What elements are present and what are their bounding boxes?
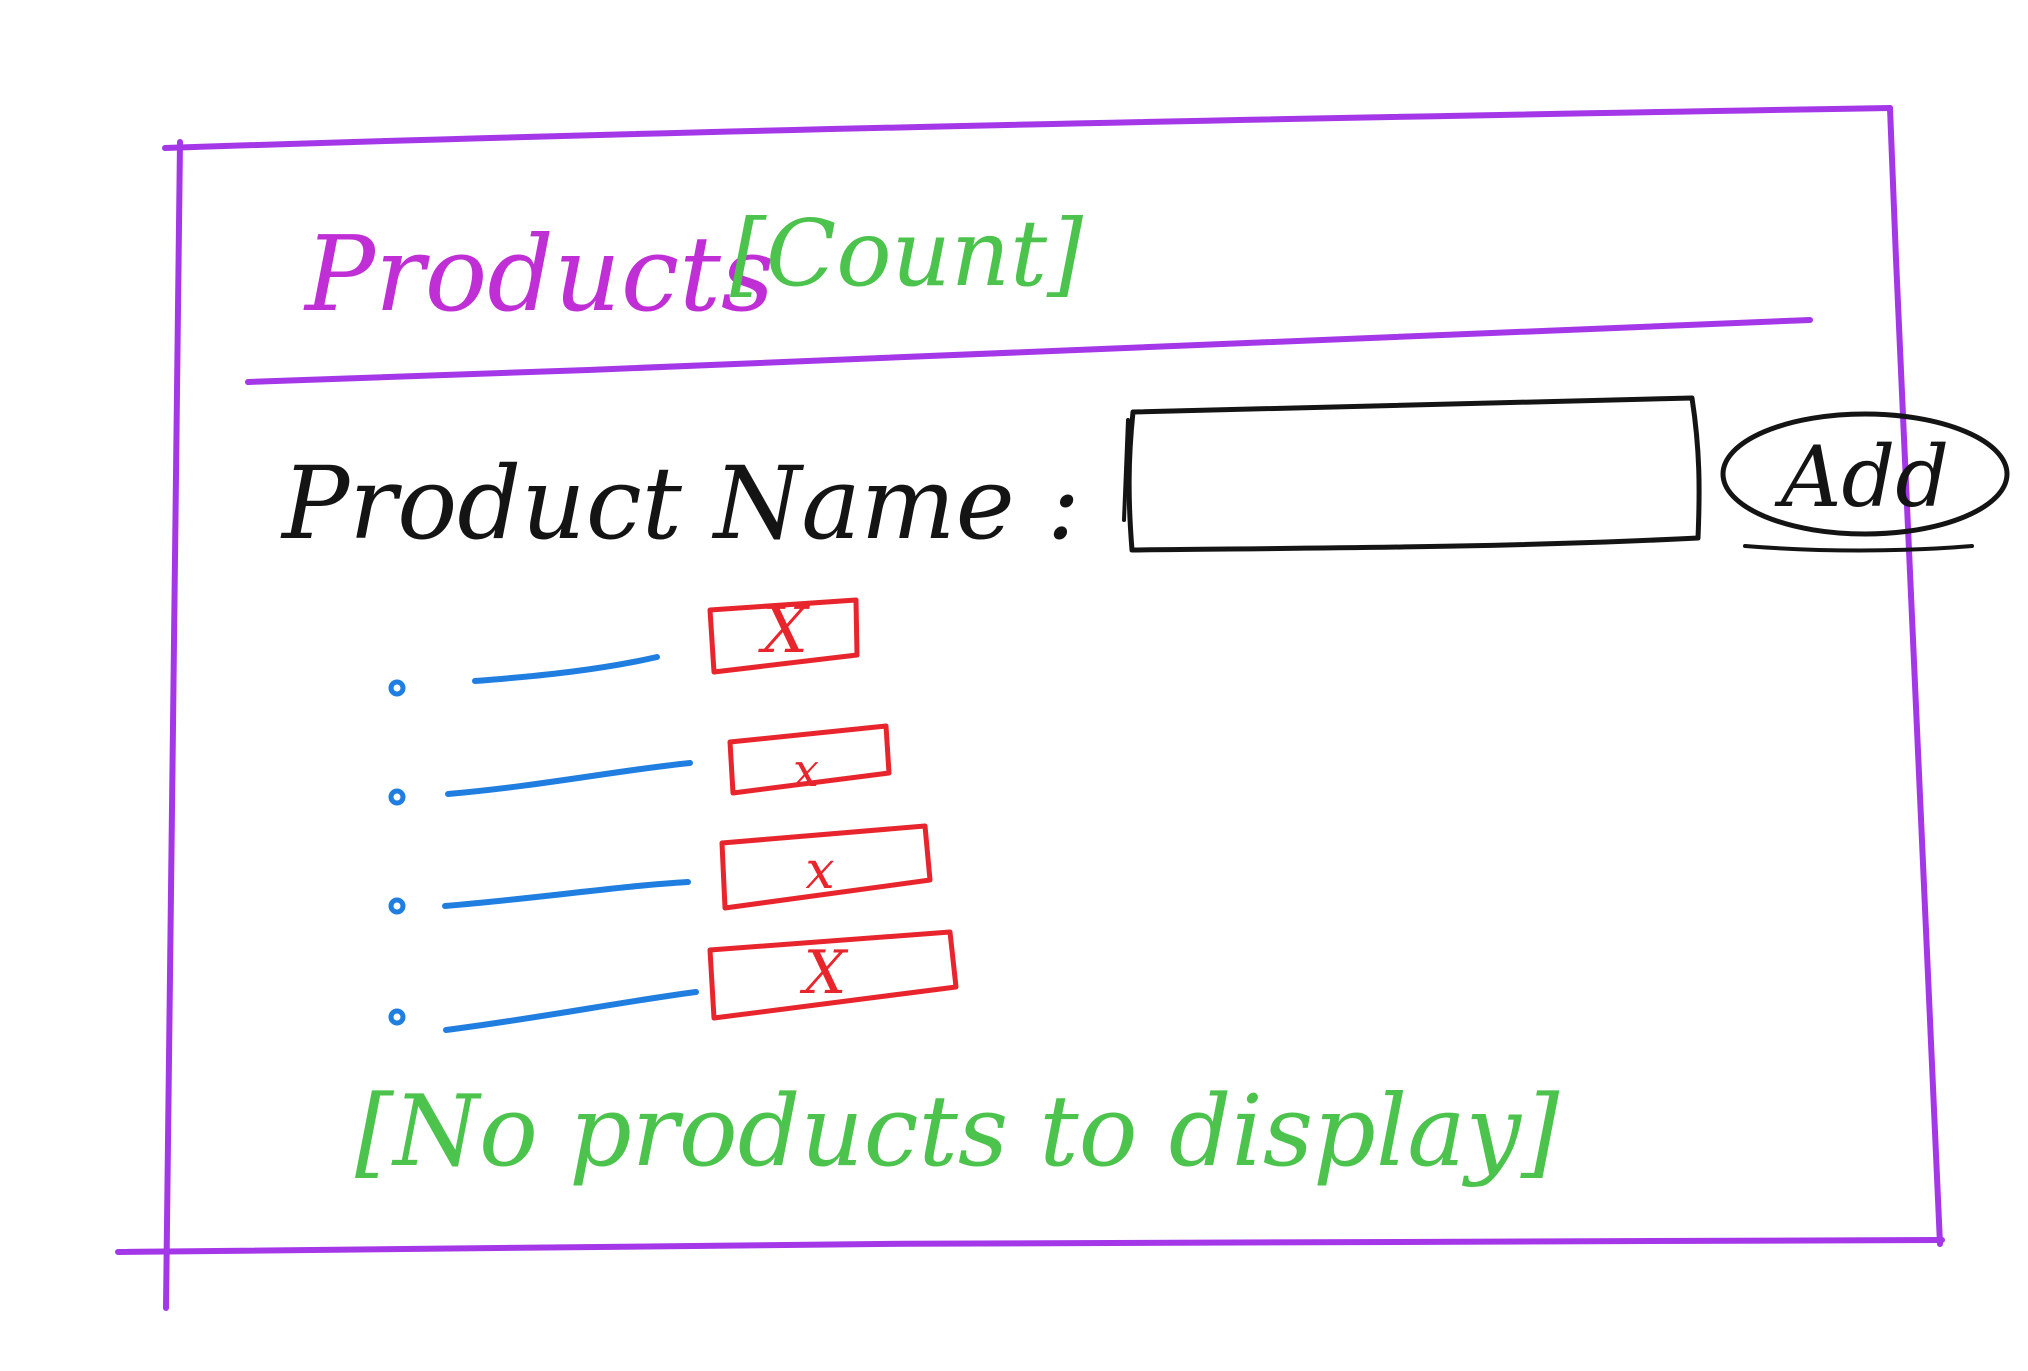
- delete-button-outline: [719, 823, 933, 911]
- delete-button-outline: [727, 723, 892, 796]
- empty-state-message: [No products to display]: [355, 1075, 1560, 1189]
- add-button-label: Add: [1774, 428, 1949, 526]
- product-name-placeholder-line: [445, 760, 693, 797]
- list-item: X: [388, 594, 860, 697]
- delete-button[interactable]: X: [707, 929, 959, 1021]
- input-box-outline: [1126, 395, 1702, 553]
- frame-bottom-edge: [115, 1236, 1945, 1255]
- list-item: X: [388, 929, 959, 1033]
- list-bullet: [388, 788, 406, 806]
- frame-top-edge: [162, 105, 1893, 151]
- page-title: Products: [303, 213, 774, 335]
- list-bullet: [388, 897, 406, 915]
- header-divider: [245, 317, 1813, 385]
- product-name-input[interactable]: [1122, 395, 1702, 553]
- delete-button-label: x: [793, 743, 819, 797]
- list-bullet: [388, 679, 406, 697]
- add-button-outline: [1720, 411, 2010, 537]
- delete-button-label: X: [757, 594, 810, 668]
- product-name-placeholder-line: [442, 879, 691, 909]
- add-button-underline: [1743, 544, 1974, 553]
- input-cursor-mark: [1122, 418, 1130, 522]
- outer-frame: [115, 105, 1945, 1311]
- list-bullet: [388, 1008, 406, 1026]
- delete-button[interactable]: X: [707, 594, 860, 675]
- add-button[interactable]: Add: [1720, 411, 2010, 553]
- product-name-label: Product Name :: [280, 445, 1080, 562]
- product-count-placeholder: [Count]: [730, 200, 1083, 307]
- delete-button-label: x: [805, 841, 834, 901]
- delete-button-outline: [707, 929, 959, 1021]
- delete-button[interactable]: x: [727, 723, 892, 797]
- delete-button-outline: [707, 597, 860, 675]
- delete-button-label: X: [800, 938, 849, 1008]
- list-item: x: [388, 723, 892, 806]
- list-item: x: [388, 823, 933, 915]
- product-name-placeholder-line: [472, 654, 660, 684]
- frame-left-edge: [163, 139, 183, 1311]
- product-name-placeholder-line: [443, 989, 699, 1033]
- frame-right-edge: [1887, 105, 1943, 1247]
- delete-button[interactable]: x: [719, 823, 933, 911]
